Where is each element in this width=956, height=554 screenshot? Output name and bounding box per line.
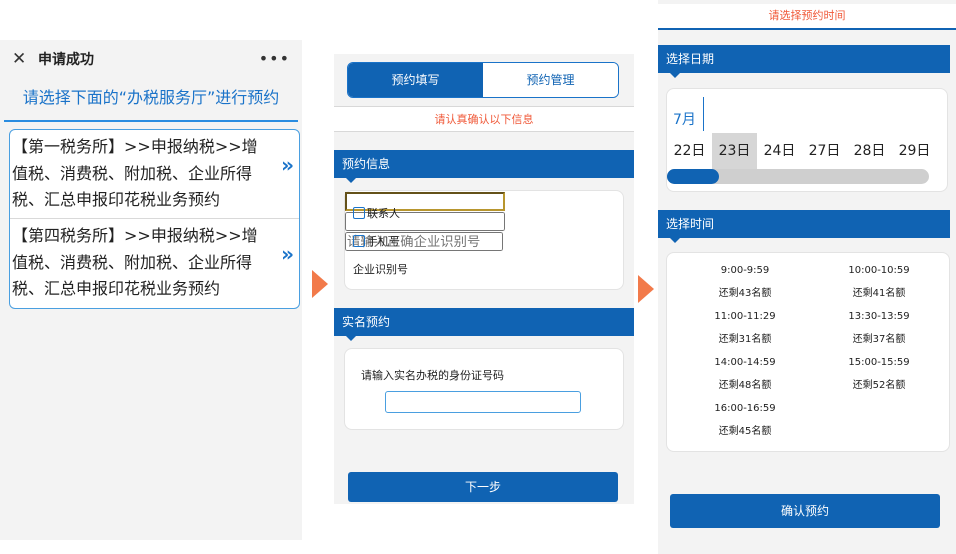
date-list: 22日 23日 24日 27日 28日 29日	[667, 133, 949, 169]
tab-manage-appointment[interactable]: 预约管理	[483, 63, 618, 97]
slot-remaining: 还剩52名额	[852, 380, 906, 391]
step-arrow-icon	[312, 270, 328, 298]
date-option[interactable]: 22日	[673, 143, 706, 159]
date-option[interactable]: 29日	[898, 143, 931, 159]
date-option[interactable]: 24日	[763, 143, 796, 159]
confirm-notice: 请认真确认以下信息	[334, 106, 634, 132]
date-scrollbar-thumb[interactable]	[667, 169, 719, 184]
date-option-selected[interactable]: 23日	[712, 133, 757, 169]
contact-input[interactable]	[345, 192, 505, 211]
page-title: 申请成功	[38, 51, 94, 68]
slot-remaining: 还剩43名额	[718, 288, 772, 299]
contact-label: 联系人	[367, 207, 400, 220]
time-slot[interactable]: 10:00-10:59 还剩41名额	[809, 259, 949, 305]
section-header-realname: 实名预约	[334, 308, 634, 341]
realname-card: 请输入实名办税的身份证号码	[344, 348, 624, 430]
next-button[interactable]: 下一步	[348, 472, 618, 502]
phone-row: 手机号	[353, 233, 400, 249]
date-scrollbar[interactable]	[667, 169, 929, 184]
instruction-text: 请选择下面的“办税服务厅”进行预约	[4, 77, 298, 122]
slot-time: 9:00-9:59	[720, 265, 770, 276]
slot-time: 11:00-11:29	[714, 311, 776, 322]
time-slot[interactable]: 16:00-16:59 还剩45名额	[675, 397, 815, 443]
contact-icon	[353, 207, 365, 219]
date-option[interactable]: 27日	[808, 143, 841, 159]
slot-time: 16:00-16:59	[714, 403, 776, 414]
appointment-info-card: 联系人 手机号 企业识别号	[344, 190, 624, 290]
double-chevron-right-icon[interactable]: »	[281, 242, 294, 266]
service-selection-panel: ✕ 申请成功 ••• 请选择下面的“办税服务厅”进行预约 【第一税务所】>>申报…	[0, 40, 302, 540]
slot-remaining: 还剩31名额	[718, 334, 772, 345]
time-slot[interactable]: 11:00-11:29 还剩31名额	[675, 305, 815, 351]
service-hall-item[interactable]: 【第四税务所】>>申报纳税>>增值税、消费税、附加税、企业所得税、汇总申报印花税…	[10, 219, 299, 308]
phone-input[interactable]	[345, 212, 505, 231]
time-slot-card: 9:00-9:59 还剩43名额 10:00-10:59 还剩41名额 11:0…	[666, 252, 950, 452]
id-prompt: 请输入实名办税的身份证号码	[361, 369, 504, 382]
service-hall-label: 【第一税务所】>>申报纳税>>增值税、消费税、附加税、企业所得税、汇总申报印花税…	[12, 137, 258, 209]
taxid-row: 企业识别号	[353, 261, 408, 277]
step-arrow-icon	[638, 275, 654, 303]
slot-time: 10:00-10:59	[848, 265, 910, 276]
more-options-icon[interactable]: •••	[258, 49, 290, 68]
id-number-input[interactable]	[385, 391, 581, 413]
close-icon[interactable]: ✕	[12, 48, 27, 69]
date-picker-card: 7月 22日 23日 24日 27日 28日 29日	[666, 88, 948, 192]
slot-time: 15:00-15:59	[848, 357, 910, 368]
section-header-date: 选择日期	[658, 45, 950, 78]
date-option[interactable]: 28日	[853, 143, 886, 159]
tab-bar: 预约填写 预约管理	[347, 62, 619, 98]
slot-time: 14:00-14:59	[714, 357, 776, 368]
taxid-input[interactable]	[345, 232, 503, 251]
time-hint: 请选择预约时间	[658, 4, 956, 30]
double-chevron-right-icon[interactable]: »	[281, 153, 294, 177]
contact-row: 联系人	[353, 205, 400, 221]
section-header-time: 选择时间	[658, 210, 950, 243]
tab-fill-appointment[interactable]: 预约填写	[348, 63, 483, 97]
slot-time: 13:30-13:59	[848, 311, 910, 322]
slot-remaining: 还剩37名额	[852, 334, 906, 345]
time-slot[interactable]: 14:00-14:59 还剩48名额	[675, 351, 815, 397]
time-slot[interactable]: 15:00-15:59 还剩52名额	[809, 351, 949, 397]
time-selection-panel: 请选择预约时间 选择日期 7月 22日 23日 24日 27日 28日 29日 …	[658, 0, 956, 554]
phone-icon	[353, 235, 365, 247]
taxid-label: 企业识别号	[353, 263, 408, 276]
month-divider	[703, 97, 704, 131]
slot-remaining: 还剩45名额	[718, 426, 772, 437]
appointment-form-panel: 预约填写 预约管理 请认真确认以下信息 预约信息 联系人 手机号 企业识别号 实…	[334, 54, 634, 504]
slot-remaining: 还剩41名额	[852, 288, 906, 299]
page-header: ✕ 申请成功 •••	[0, 40, 302, 77]
service-hall-item[interactable]: 【第一税务所】>>申报纳税>>增值税、消费税、附加税、企业所得税、汇总申报印花税…	[10, 130, 299, 219]
service-hall-list: 【第一税务所】>>申报纳税>>增值税、消费税、附加税、企业所得税、汇总申报印花税…	[9, 129, 300, 309]
time-slot[interactable]: 9:00-9:59 还剩43名额	[675, 259, 815, 305]
service-hall-label: 【第四税务所】>>申报纳税>>增值税、消费税、附加税、企业所得税、汇总申报印花税…	[12, 226, 258, 298]
slot-remaining: 还剩48名额	[718, 380, 772, 391]
phone-label: 手机号	[367, 235, 400, 248]
month-label: 7月	[673, 112, 696, 128]
time-slot[interactable]: 13:30-13:59 还剩37名额	[809, 305, 949, 351]
confirm-appointment-button[interactable]: 确认预约	[670, 494, 940, 528]
section-header-appointment-info: 预约信息	[334, 150, 634, 183]
